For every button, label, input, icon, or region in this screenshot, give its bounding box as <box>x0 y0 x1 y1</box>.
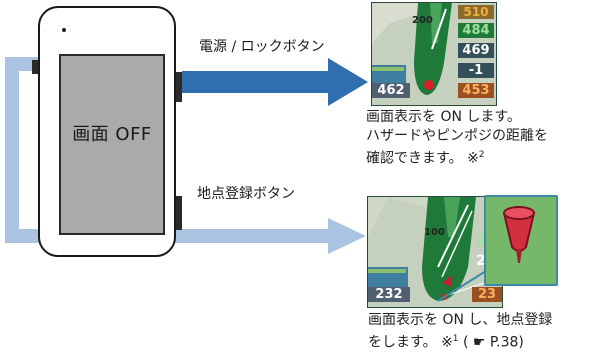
flag-marker-icon <box>502 206 536 263</box>
side-button-left[interactable] <box>32 60 38 74</box>
top-caption-line2: ハザードやピンポジの距離を <box>366 128 548 144</box>
distance-2: 2 <box>476 253 486 269</box>
distance-453: 453 <box>458 83 494 98</box>
golf-screen-bottom: 100 26 2 232 23 <box>367 196 503 308</box>
screen-off-label: 画面 OFF <box>72 124 152 145</box>
elevation-minus1: -1 <box>458 63 494 78</box>
top-caption-line3: 確認できます。 <box>366 150 463 167</box>
mark-arrowhead <box>328 218 366 254</box>
mark-register-button[interactable] <box>176 196 182 230</box>
bottom-caption-line1: 画面表示を ON し、地点登録 <box>368 312 553 328</box>
camera-dot <box>62 28 66 32</box>
distance-510: 510 <box>458 5 494 19</box>
bottom-caption-line2: をします。 <box>368 334 437 351</box>
power-lock-button[interactable] <box>176 72 182 102</box>
distance-469: 469 <box>458 43 494 58</box>
power-shaft <box>182 71 330 93</box>
bottom-caption: 画面表示を ON し、地点登録 をします。 ※1 ( ☛ P.38) <box>368 311 552 353</box>
device-screen <box>59 54 165 235</box>
bottom-caption-ref: ( ☛ P.38) <box>462 334 524 351</box>
callout-pointer <box>437 270 487 302</box>
top-caption-line1: 画面表示を ON します。 <box>366 109 521 125</box>
distance-462: 462 <box>372 83 410 98</box>
flag-marker-callout <box>484 195 558 286</box>
mark-button-label: 地点登録ボタン <box>197 186 295 202</box>
golf-screen-top: 200 510 484 469 -1 462 453 <box>371 2 497 106</box>
top-caption-note-num: 2 <box>478 150 485 160</box>
top-caption: 画面表示を ON します。 ハザードやピンポジの距離を 確認できます。 ※2 <box>366 108 548 169</box>
distance-484: 484 <box>458 23 494 38</box>
bottom-caption-note-num: 1 <box>452 334 459 344</box>
bottom-caption-note: ※ <box>441 334 453 351</box>
distance-23: 23 <box>472 287 502 302</box>
golf-map-bottom <box>368 197 502 307</box>
distance-100: 100 <box>424 227 445 238</box>
distance-200: 200 <box>412 15 433 26</box>
mark-path <box>5 64 330 243</box>
power-arrowhead <box>328 58 368 106</box>
top-caption-note: ※ <box>467 150 479 167</box>
power-button-label: 電源 / ロックボタン <box>199 39 325 55</box>
distance-232: 232 <box>368 287 410 302</box>
